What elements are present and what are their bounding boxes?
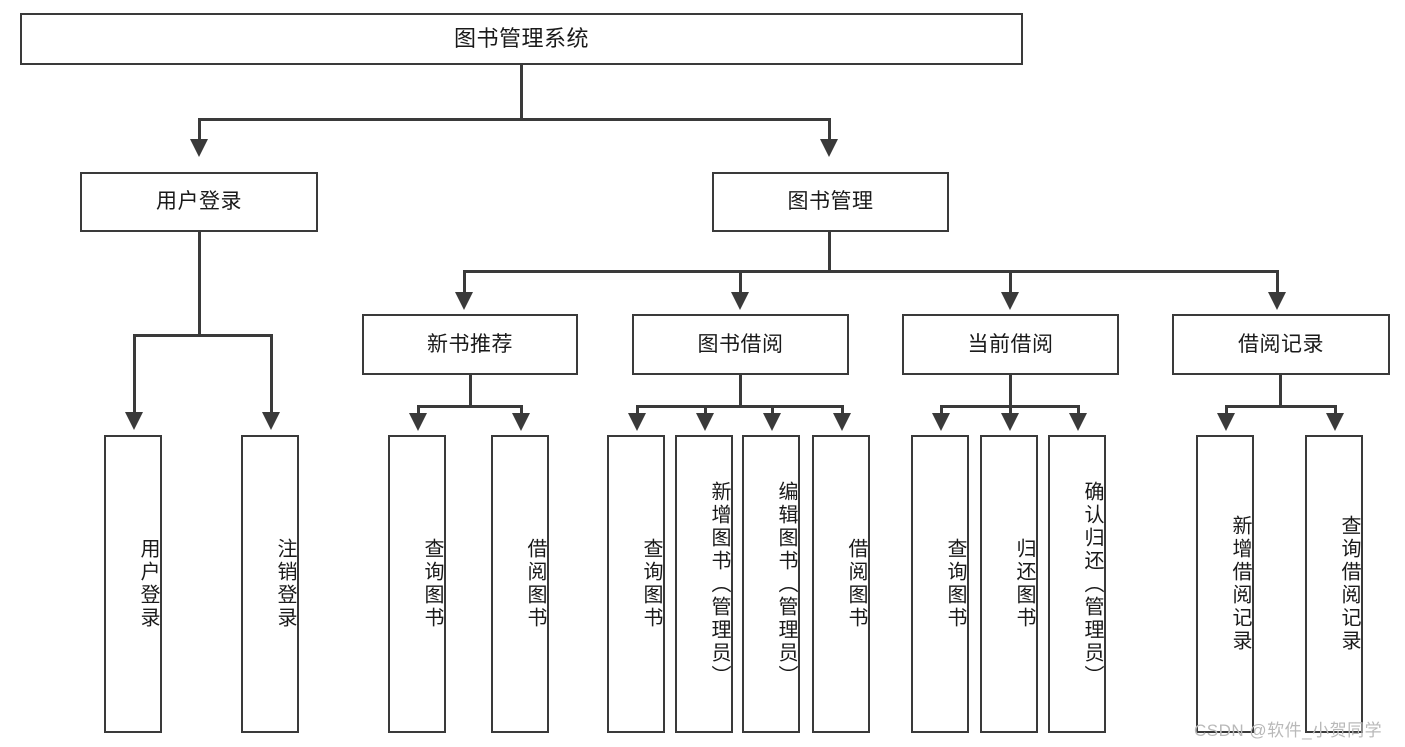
- leaf-edit-book-admin[interactable]: 编辑图书（管理员）: [742, 435, 800, 733]
- node-label: 用户登录: [137, 538, 159, 630]
- arrowhead-to-book-management: [820, 139, 838, 157]
- connector-book-borrow-leg-1: [636, 405, 639, 415]
- arrowhead-leaf-query-book-2: [628, 413, 646, 431]
- arrowhead-to-borrow-record: [1268, 292, 1286, 310]
- arrowhead-to-current-borrow: [1001, 292, 1019, 310]
- node-label: 借阅图书: [845, 538, 867, 630]
- node-label: 图书管理: [787, 190, 874, 214]
- leaf-query-book-new[interactable]: 查询图书: [388, 435, 446, 733]
- arrowhead-to-new-book: [455, 292, 473, 310]
- leaf-user-login[interactable]: 用户登录: [104, 435, 162, 733]
- node-label: 查询图书: [640, 538, 662, 630]
- node-label: 归还图书: [1013, 538, 1035, 630]
- connector-book-borrow-stem: [739, 375, 742, 407]
- arrowhead-leaf-confirm-return: [1069, 413, 1087, 431]
- arrowhead-leaf-edit-book: [763, 413, 781, 431]
- connector-new-book-leg-2: [520, 405, 523, 415]
- connector-user-login-stem: [198, 232, 201, 336]
- arrowhead-to-user-login: [190, 139, 208, 157]
- connector-to-borrow-record: [1276, 270, 1279, 294]
- connector-borrow-record-leg-1: [1225, 405, 1228, 415]
- node-new-book-recommend[interactable]: 新书推荐: [362, 314, 578, 375]
- leaf-add-book-admin[interactable]: 新增图书（管理员）: [675, 435, 733, 733]
- node-current-borrow[interactable]: 当前借阅: [902, 314, 1119, 375]
- connector-user-login-leg-1: [133, 334, 136, 414]
- connector-current-borrow-leg-2: [1009, 405, 1012, 415]
- connector-root-stem: [520, 65, 523, 120]
- node-label: 查询图书: [944, 538, 966, 630]
- node-root-book-management-system[interactable]: 图书管理系统: [20, 13, 1023, 65]
- connector-new-book-leg-1: [417, 405, 420, 415]
- node-label: 图书借阅: [697, 332, 784, 356]
- node-label: 当前借阅: [967, 332, 1054, 356]
- arrowhead-leaf-add-record: [1217, 413, 1235, 431]
- connector-to-book-management: [828, 118, 831, 141]
- connector-current-borrow-leg-1: [940, 405, 943, 415]
- node-book-borrow[interactable]: 图书借阅: [632, 314, 849, 375]
- csdn-watermark: CSDN @软件_小贺同学: [1194, 721, 1383, 740]
- node-label: 借阅记录: [1238, 332, 1324, 356]
- connector-to-new-book: [463, 270, 466, 294]
- arrowhead-to-book-borrow: [731, 292, 749, 310]
- connector-book-management-stem: [828, 232, 831, 272]
- connector-book-borrow-leg-2: [704, 405, 707, 415]
- connector-user-login-bus: [133, 334, 273, 337]
- node-label: 查询图书: [421, 538, 443, 630]
- leaf-query-book-current[interactable]: 查询图书: [911, 435, 969, 733]
- arrowhead-leaf-return-book: [1001, 413, 1019, 431]
- leaf-add-borrow-record[interactable]: 新增借阅记录: [1196, 435, 1254, 733]
- connector-level3-bus: [463, 270, 1279, 273]
- leaf-borrow-book-new[interactable]: 借阅图书: [491, 435, 549, 733]
- node-label: 新书推荐: [427, 332, 513, 356]
- connector-borrow-record-stem: [1279, 375, 1282, 407]
- connector-new-book-stem: [469, 375, 472, 407]
- arrowhead-leaf-logout: [262, 412, 280, 430]
- connector-borrow-record-bus: [1225, 405, 1337, 408]
- connector-to-book-borrow: [739, 270, 742, 294]
- arrowhead-leaf-user-login: [125, 412, 143, 430]
- arrowhead-leaf-borrow-book-1: [512, 413, 530, 431]
- node-book-management[interactable]: 图书管理: [712, 172, 949, 232]
- node-label: 查询借阅记录: [1338, 515, 1360, 653]
- arrowhead-leaf-query-book-1: [409, 413, 427, 431]
- node-label: 图书管理系统: [453, 25, 589, 51]
- arrowhead-leaf-query-book-3: [932, 413, 950, 431]
- node-label: 用户登录: [156, 190, 242, 214]
- leaf-return-book[interactable]: 归还图书: [980, 435, 1038, 733]
- arrowhead-leaf-add-book: [696, 413, 714, 431]
- node-label: 确认归还（管理员）: [1081, 480, 1103, 688]
- leaf-query-book-borrow[interactable]: 查询图书: [607, 435, 665, 733]
- connector-to-current-borrow: [1009, 270, 1012, 294]
- node-label: 编辑图书（管理员）: [775, 480, 797, 688]
- connector-book-borrow-leg-4: [841, 405, 844, 415]
- connector-borrow-record-leg-2: [1334, 405, 1337, 415]
- connector-book-borrow-leg-3: [771, 405, 774, 415]
- connector-user-login-leg-2: [270, 334, 273, 414]
- node-user-login[interactable]: 用户登录: [80, 172, 318, 232]
- leaf-borrow-book-borrow[interactable]: 借阅图书: [812, 435, 870, 733]
- leaf-logout[interactable]: 注销登录: [241, 435, 299, 733]
- connector-level1-bus: [198, 118, 831, 121]
- connector-new-book-bus: [417, 405, 523, 408]
- node-borrow-record[interactable]: 借阅记录: [1172, 314, 1390, 375]
- node-label: 借阅图书: [524, 538, 546, 630]
- connector-current-borrow-stem: [1009, 375, 1012, 407]
- connector-book-borrow-bus: [636, 405, 844, 408]
- node-label: 注销登录: [274, 538, 296, 630]
- leaf-query-borrow-record[interactable]: 查询借阅记录: [1305, 435, 1363, 733]
- arrowhead-leaf-borrow-book-2: [833, 413, 851, 431]
- leaf-confirm-return-admin[interactable]: 确认归还（管理员）: [1048, 435, 1106, 733]
- arrowhead-leaf-query-record: [1326, 413, 1344, 431]
- node-label: 新增图书（管理员）: [708, 480, 730, 688]
- connector-current-borrow-leg-3: [1077, 405, 1080, 415]
- connector-to-user-login: [198, 118, 201, 141]
- node-label: 新增借阅记录: [1229, 515, 1251, 653]
